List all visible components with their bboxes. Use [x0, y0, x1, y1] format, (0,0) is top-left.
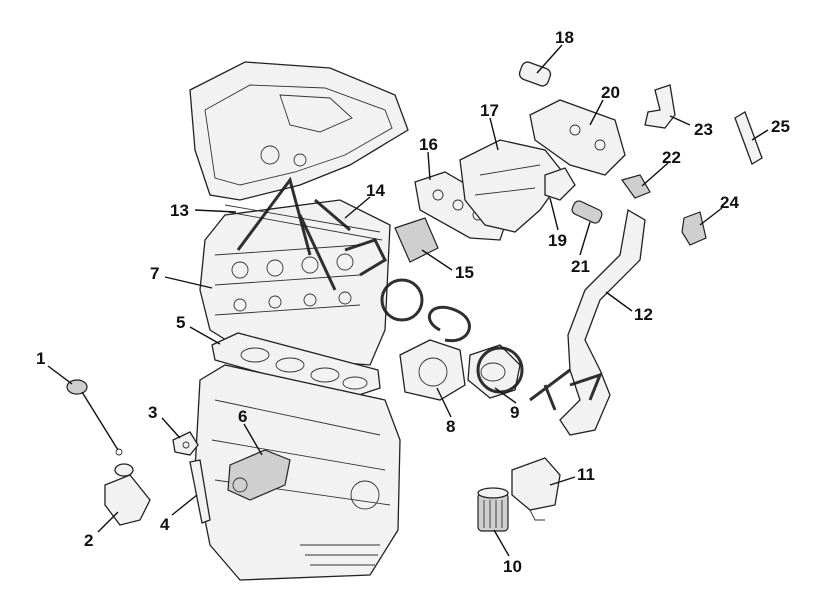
dipstick — [66, 379, 123, 456]
engine-block — [194, 364, 401, 581]
callout-10: 10 — [503, 557, 522, 576]
fuel-filter-part-11 — [511, 457, 561, 521]
callout-13: 13 — [170, 201, 189, 220]
cap-part-3 — [172, 431, 199, 456]
callout-14: 14 — [366, 181, 385, 200]
callout-16: 16 — [419, 135, 438, 154]
callout-3: 3 — [148, 403, 157, 422]
bracket-part-2 — [104, 463, 151, 526]
callout-21: 21 — [571, 257, 590, 276]
coolant-hose-part-12 — [559, 208, 646, 436]
callout-12: 12 — [634, 305, 653, 324]
cylinder-head — [199, 199, 391, 366]
callout-4: 4 — [160, 515, 170, 534]
callout-23: 23 — [694, 120, 713, 139]
callout-2: 2 — [84, 531, 93, 550]
valve-part-24 — [681, 211, 707, 246]
callout-19: 19 — [548, 231, 567, 250]
callout-18: 18 — [555, 28, 574, 47]
callout-7: 7 — [150, 264, 159, 283]
module-part-15 — [394, 217, 439, 263]
oil-pump-part-6 — [227, 449, 291, 501]
callout-15: 15 — [455, 263, 474, 282]
sensor-part-22 — [621, 174, 651, 199]
leader-lines — [47, 44, 769, 557]
bracket-part-25 — [734, 111, 763, 165]
callout-24: 24 — [720, 193, 739, 212]
sensor-part-21 — [571, 200, 603, 224]
engine-cover — [189, 61, 409, 201]
tube-part-4 — [189, 459, 211, 524]
callout-25: 25 — [771, 117, 790, 136]
elbow-pipe-part-23 — [644, 84, 676, 129]
callout-22: 22 — [662, 148, 681, 167]
head-gasket — [211, 332, 381, 399]
water-pump-part-8 — [399, 339, 466, 401]
callout-8: 8 — [446, 417, 455, 436]
intake-manifold-part-17 — [459, 139, 566, 233]
callout-9: 9 — [510, 403, 519, 422]
sensor-part-18 — [518, 61, 552, 87]
valve-part-19 — [544, 167, 576, 201]
cover-part-20 — [529, 99, 626, 176]
callout-11: 11 — [577, 465, 595, 484]
callout-labels: 1 2 3 4 5 6 7 8 9 10 11 12 13 14 15 16 1… — [36, 28, 790, 576]
callout-6: 6 — [238, 407, 247, 426]
autosoft-watermark — [236, 176, 603, 411]
callout-17: 17 — [480, 101, 499, 120]
callout-5: 5 — [176, 313, 185, 332]
oil-filter-part-10 — [477, 487, 509, 532]
callout-20: 20 — [601, 83, 620, 102]
callout-1: 1 — [36, 349, 45, 368]
